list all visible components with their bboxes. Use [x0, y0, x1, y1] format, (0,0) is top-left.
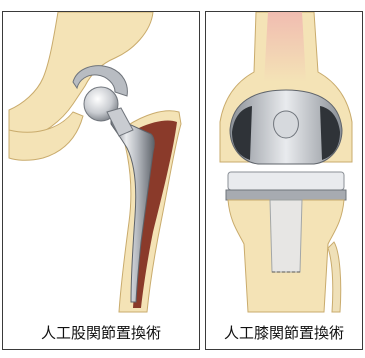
tibial-stem — [270, 200, 302, 272]
hip-implant-illustration — [3, 12, 200, 350]
trochlear-notch — [274, 111, 299, 138]
knee-implant-illustration — [206, 12, 363, 350]
tibial-tray — [226, 190, 346, 200]
knee-caption: 人工膝関節置換術 — [206, 322, 362, 343]
hip-caption: 人工股関節置換術 — [3, 322, 199, 343]
hip-panel: 人工股関節置換術 — [2, 11, 200, 350]
fibula — [328, 242, 341, 312]
tibial-insert — [228, 172, 344, 190]
quadriceps-tendon — [264, 12, 306, 82]
knee-panel: 人工膝関節置換術 — [205, 11, 363, 350]
